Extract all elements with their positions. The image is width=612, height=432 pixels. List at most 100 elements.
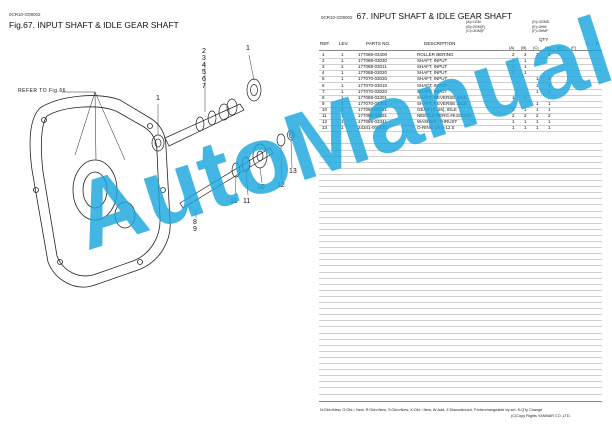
row-rule: [319, 295, 602, 297]
legend-item: (C)=3GM(F: [466, 29, 485, 34]
ref-cell: 9: [322, 100, 325, 106]
description-cell: GEAR (Z=26), IDLE: [417, 106, 457, 112]
qty-cell: 1: [548, 119, 551, 125]
qty-cell: 2: [524, 52, 527, 57]
row-rule: [319, 167, 602, 169]
part-number-cell: 177070-03020: [358, 88, 388, 94]
qty-cell: 2: [536, 52, 539, 57]
description-cell: O-RING 1A S-12.0: [417, 125, 455, 131]
row-rule: [319, 64, 602, 66]
qty-cell: 1: [536, 100, 539, 106]
row-rule: [319, 131, 602, 133]
ref-cell: 5: [322, 76, 325, 82]
row-rule: [319, 253, 602, 255]
row-rule: [319, 112, 602, 114]
ref-cell: 7: [322, 88, 325, 94]
lev-cell: 1: [341, 76, 344, 82]
lev-cell: 1: [341, 113, 344, 118]
part-number-cell: 177088-03400: [358, 52, 388, 57]
description-cell: SHAFT, REVERSE IDLE: [417, 100, 467, 106]
callout-leaders: [157, 54, 293, 218]
row-rule: [319, 155, 602, 157]
header-parts-no: PARTS NO.: [366, 41, 391, 46]
row-rule: [319, 271, 602, 273]
lev-cell: 1: [341, 58, 344, 64]
part-number-cell: 177070-03010: [358, 82, 388, 88]
callout-number: 1: [156, 95, 160, 102]
row-rule: [319, 234, 602, 236]
callout-number: 6: [202, 76, 206, 83]
callout-number: 12: [277, 182, 285, 189]
row-rule: [319, 149, 602, 151]
row-rule: [319, 277, 602, 279]
description-cell: WASHER, THRUST: [417, 119, 458, 125]
copyright: (C)Copy Rights YANMAR CO.,LTD.: [511, 414, 571, 418]
ref-cell: 10: [322, 106, 328, 112]
lev-cell: 1: [341, 82, 344, 88]
row-rule: [319, 204, 602, 206]
header-ref: REF.: [320, 41, 330, 46]
part-number-cell: 177070-03301: [358, 100, 388, 106]
qty-cell: 1: [524, 106, 527, 112]
qty-cell: 1: [524, 64, 527, 70]
row-rule: [319, 247, 602, 249]
callout-number: 4: [202, 62, 206, 69]
qty-cell: 1: [536, 125, 539, 131]
part-number-cell: 24341-000120: [358, 125, 388, 131]
description-cell: SHAFT, REVERSE IDLE: [417, 94, 467, 100]
row-rule: [319, 363, 602, 364]
part-number-cell: 177088-03341: [358, 119, 388, 125]
qty-cell: 1: [512, 70, 515, 76]
row-rule: [319, 320, 602, 322]
lev-cell: 1: [341, 88, 344, 94]
row-rule: [319, 192, 602, 194]
qty-cell: 1: [536, 106, 539, 112]
description-cell: NEEDLE BERG.#K162213: [417, 113, 471, 118]
legend-item: (B)=2GM(F): [466, 24, 486, 29]
description-cell: ROLLER BERING: [417, 52, 454, 57]
callout-number: 9: [193, 226, 197, 233]
lev-cell: 1: [341, 125, 344, 131]
row-rule: [319, 375, 602, 377]
description-cell: SHAFT, INPUT: [417, 88, 448, 94]
callout-number: 11: [230, 198, 238, 205]
ref-cell: 4: [322, 70, 325, 76]
qty-cell: 1: [512, 64, 515, 70]
header-description: DESCRIPTION: [424, 41, 456, 46]
legend-item: (D)=3GMD: [532, 20, 550, 24]
qty-cell: 1: [524, 58, 527, 64]
lev-cell: 1: [341, 119, 344, 125]
qty-cell: 1: [512, 94, 515, 100]
row-rule: [319, 259, 602, 261]
qty-cell: 1: [524, 125, 527, 131]
row-rule: [319, 222, 602, 224]
parts-list-title-text: 67. INPUT SHAFT & IDLE GEAR SHAFT: [356, 11, 513, 21]
row-rule: [319, 302, 602, 303]
refer-leaders: [62, 91, 126, 161]
qty-cell: 1: [512, 106, 515, 112]
lev-cell: 1: [341, 52, 344, 57]
col-c: (C): [533, 45, 539, 50]
exploded-diagram: [29, 54, 295, 288]
legend-item: (A)=1GM: [466, 20, 481, 24]
part-number-cell: 177088-03011: [358, 64, 387, 70]
qty-cell: 2: [536, 113, 539, 118]
row-rule: [319, 308, 602, 310]
qty-cell: 2: [512, 52, 515, 57]
left-page: 0CR10-G09002 Fig.67. INPUT SHAFT & IDLE …: [9, 12, 297, 288]
row-rule: [319, 94, 602, 96]
row-rule: [319, 58, 602, 59]
qty-cell: 1: [524, 70, 527, 76]
ref-cell: 11: [322, 113, 327, 118]
